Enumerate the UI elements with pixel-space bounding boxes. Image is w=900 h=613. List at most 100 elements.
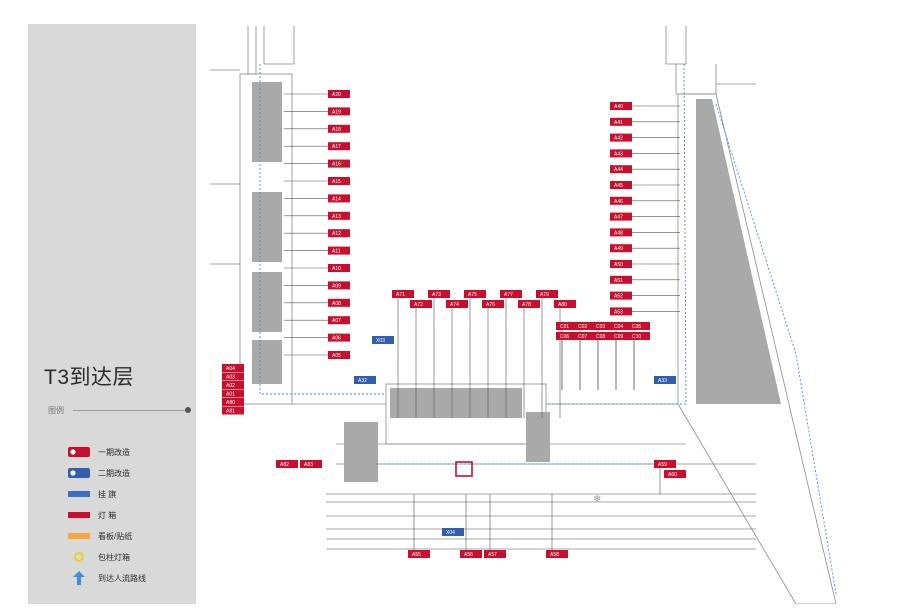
center-right-tag: C10 <box>628 332 650 340</box>
center-right-tag: C08 <box>592 332 614 340</box>
left-lower-tag: A03 <box>222 372 244 381</box>
left-pier-tag: A06 <box>328 333 350 342</box>
right-pier-tag: A45 <box>610 181 632 189</box>
legend-divider-dot <box>185 407 191 413</box>
center-upper-tag: A77 <box>500 290 522 298</box>
yellow-circle-icon <box>66 551 92 563</box>
tag-label: A72 <box>414 302 423 308</box>
center-right-tag: C06 <box>556 332 578 340</box>
right-pier-tag: A51 <box>610 275 632 284</box>
tag-layer: A20A19A18A17A16A15A14A13A12A11A10A09A08A… <box>222 90 686 558</box>
tag-label: A83 <box>304 462 313 468</box>
tag-label: A11 <box>332 249 341 255</box>
legend-item-phase1: 一期改造 <box>66 445 130 459</box>
right-pier-tag: A42 <box>610 133 632 142</box>
tag-label: A45 <box>614 183 623 189</box>
right-pier-tag: A49 <box>610 244 632 253</box>
tag-label: A77 <box>504 292 513 298</box>
blue-tag-icon <box>66 467 92 479</box>
tag-label: C08 <box>596 334 605 340</box>
red-bar-icon <box>66 509 92 521</box>
tag-label: A04 <box>226 366 235 372</box>
tag-label: A42 <box>614 136 623 142</box>
center-upper-tag: A76 <box>482 300 504 308</box>
center-right-tag: C02 <box>574 322 596 330</box>
left-pier-tag: A12 <box>328 229 350 238</box>
tag-label: A43 <box>614 151 623 157</box>
center-upper-tag: A75 <box>464 290 486 298</box>
tag-label: A03 <box>226 375 235 381</box>
tag-label: A41 <box>614 120 623 126</box>
tag-label: A53 <box>614 309 623 315</box>
center-right-tag: C05 <box>628 322 650 330</box>
tag-label: A56 <box>464 552 473 558</box>
tag-label: A49 <box>614 246 623 252</box>
tag-label: A46 <box>614 199 623 205</box>
right-pier-tag: A52 <box>610 291 632 300</box>
lower-tag: A55 <box>408 550 430 558</box>
center-right-tag: C03 <box>592 322 614 330</box>
tag-label: A79 <box>540 292 549 298</box>
left-pier-tag: A09 <box>328 281 350 290</box>
phase2-tag: A32 <box>354 376 376 384</box>
tag-label: C07 <box>578 334 587 340</box>
orange-bar-icon <box>66 530 92 542</box>
center-right-tag: C01 <box>556 322 578 330</box>
legend-item-pillar: 包柱灯箱 <box>66 550 130 564</box>
legend-label: 看板/贴纸 <box>98 531 133 541</box>
tag-label: A75 <box>468 292 477 298</box>
blue-bar-icon <box>66 488 92 500</box>
legend-label: 一期改造 <box>98 447 130 457</box>
tag-label: A40 <box>614 104 623 110</box>
tag-label: C04 <box>614 324 623 330</box>
tag-label: A09 <box>332 283 341 289</box>
legend-sidebar: T3到达层 图例 一期改造 二期改造 挂 旗 灯 箱 看板/贴纸 <box>28 24 196 604</box>
tag-label: A73 <box>432 292 441 298</box>
left-lower-tag: A02 <box>222 381 244 389</box>
highlight-marker <box>455 461 473 477</box>
left-pier-tag: A05 <box>328 351 350 359</box>
tag-label: C02 <box>578 324 587 330</box>
right-pier-tag: A46 <box>610 196 632 205</box>
tag-label: A06 <box>332 336 341 342</box>
legend-item-flowline: 到达人流路线 <box>66 571 146 585</box>
left-lower-tag: A01 <box>222 389 244 398</box>
legend-item-billboard: 看板/贴纸 <box>66 529 132 543</box>
center-right-tag: C09 <box>610 332 632 340</box>
left-ground-tag: A82 <box>276 460 298 468</box>
left-pier-tag: A20 <box>328 90 350 98</box>
building-fill <box>252 82 781 482</box>
tag-label: C03 <box>596 324 605 330</box>
legend-label: 二期改造 <box>98 468 130 478</box>
tag-label: A59 <box>658 462 667 468</box>
tag-label: A07 <box>332 318 341 324</box>
legend-divider <box>73 410 187 411</box>
tag-label: A80 <box>226 400 235 406</box>
blue-arrow-icon <box>66 571 92 585</box>
right-pier-tag: A47 <box>610 212 632 221</box>
legend-label: 到达人流路线 <box>98 573 146 583</box>
tag-label: A18 <box>332 127 341 133</box>
center-upper-tag: A78 <box>518 300 540 308</box>
tag-label: A15 <box>332 179 341 185</box>
tag-label: A19 <box>332 109 341 115</box>
tag-label: C09 <box>614 334 623 340</box>
center-right-tag: C07 <box>574 332 596 340</box>
right-pier-tag: A41 <box>610 117 632 126</box>
tag-label: A02 <box>226 383 235 389</box>
center-upper-tag: A73 <box>428 290 450 298</box>
left-ground-tag: A83 <box>300 460 322 468</box>
tag-label: A71 <box>396 292 405 298</box>
legend-label: 包柱灯箱 <box>98 552 130 562</box>
center-upper-tag: A71 <box>392 290 414 298</box>
legend-item-lightbox: 灯 箱 <box>66 508 116 522</box>
tag-label: A81 <box>226 409 235 415</box>
tag-label: A13 <box>332 214 341 220</box>
legend-item-phase2: 二期改造 <box>66 466 130 480</box>
center-right-tag: C04 <box>610 322 632 330</box>
left-pier-tag: A11 <box>328 246 350 255</box>
right-pier-tag: A44 <box>610 165 632 174</box>
left-pier-tag: A17 <box>328 142 350 151</box>
right-pier-tag: A53 <box>610 307 632 316</box>
